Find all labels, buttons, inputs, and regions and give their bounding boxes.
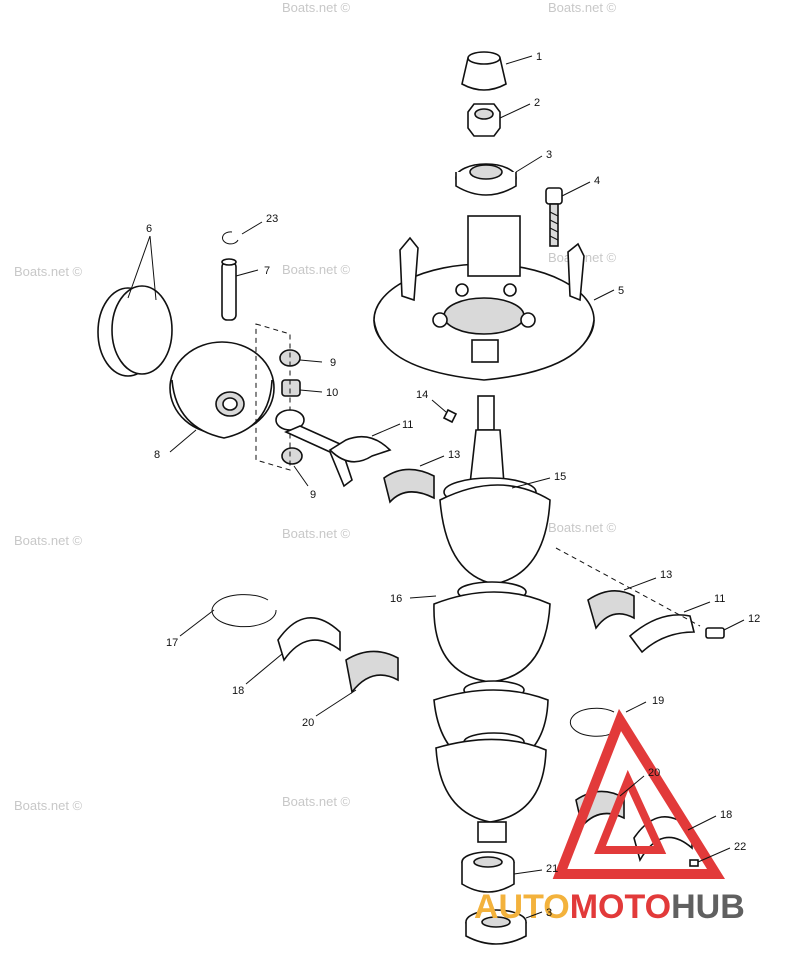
callout-19: 19 xyxy=(652,695,664,707)
part-needle-bearing xyxy=(383,468,435,504)
callout-16: 16 xyxy=(390,593,402,605)
callout-23: 23 xyxy=(266,213,278,225)
callout-15: 15 xyxy=(554,471,566,483)
part-washers xyxy=(279,349,303,465)
callout-3b: 3 xyxy=(546,907,552,919)
logo-text-hub: HUB xyxy=(671,888,745,926)
part-retaining-ring xyxy=(211,594,277,628)
leader-lines xyxy=(127,55,745,919)
watermark: Boats.net © xyxy=(282,262,351,277)
callout-18b: 18 xyxy=(720,809,732,821)
callout-1: 1 xyxy=(536,51,542,63)
part-key xyxy=(442,408,458,424)
part-crankshaft xyxy=(433,395,551,843)
part-piston-rings xyxy=(97,285,173,377)
callout-9: 9 xyxy=(330,357,336,369)
svg-text:AUTOMOTOHUB: AUTOMOTOHUB xyxy=(474,888,745,926)
callout-20: 20 xyxy=(302,717,314,729)
callout-5: 5 xyxy=(618,285,624,297)
assembly-guide xyxy=(255,323,291,471)
callout-18: 18 xyxy=(232,685,244,697)
callout-14: 14 xyxy=(416,389,428,401)
callout-2: 2 xyxy=(534,97,540,109)
assembly-guide xyxy=(555,547,701,627)
part-piston-pin xyxy=(221,258,237,321)
part-seal xyxy=(465,909,527,945)
callout-4: 4 xyxy=(594,175,600,187)
watermark: Boats.net © xyxy=(14,533,83,548)
watermark: Boats.net © xyxy=(548,0,617,15)
callout-8: 8 xyxy=(154,449,160,461)
part-bearing-half xyxy=(277,617,341,662)
part-bolt xyxy=(545,187,563,247)
part-bearing-housing xyxy=(373,215,595,381)
callout-10: 10 xyxy=(326,387,338,399)
callout-13b: 13 xyxy=(660,569,672,581)
watermark: Boats.net © xyxy=(282,794,351,809)
callout-3: 3 xyxy=(546,149,552,161)
part-dowel-pin xyxy=(689,859,699,867)
logo-text-auto: AUTO xyxy=(474,888,570,926)
part-clip xyxy=(222,231,239,245)
part-seal xyxy=(455,163,517,196)
callout-9b: 9 xyxy=(310,489,316,501)
part-needle-bearing xyxy=(345,650,399,694)
callout-11: 11 xyxy=(402,419,413,431)
part-piston xyxy=(169,341,275,439)
callout-labels: 1 2 3 4 5 6 7 8 9 10 9 11 13 14 15 16 17… xyxy=(146,51,760,919)
watermark: Boats.net © xyxy=(14,798,83,813)
watermark: Boats.net © xyxy=(548,520,617,535)
part-rod-cap xyxy=(628,614,696,654)
part-roller-bearing xyxy=(461,851,515,893)
watermark: Boats.net © xyxy=(282,0,351,15)
part-rod-bolt xyxy=(705,627,725,639)
logo-text-moto: MOTO xyxy=(570,888,671,926)
automotohub-logo: AUTOMOTOHUB xyxy=(474,708,745,926)
callout-7: 7 xyxy=(264,265,270,277)
watermarks: Boats.net © Boats.net © Boats.net © Boat… xyxy=(14,0,617,813)
callout-21: 21 xyxy=(546,863,558,875)
part-nut xyxy=(467,103,501,137)
watermark: Boats.net © xyxy=(282,526,351,541)
callout-17: 17 xyxy=(166,637,178,649)
callout-12: 12 xyxy=(748,613,760,625)
callout-6: 6 xyxy=(146,223,152,235)
part-cap xyxy=(461,51,507,91)
callout-13: 13 xyxy=(448,449,460,461)
part-needle-bearing xyxy=(587,590,635,630)
watermark: Boats.net © xyxy=(14,264,83,279)
callout-11b: 11 xyxy=(714,593,725,605)
callout-20b: 20 xyxy=(648,767,660,779)
part-connecting-rod xyxy=(275,409,392,488)
callout-22: 22 xyxy=(734,841,746,853)
